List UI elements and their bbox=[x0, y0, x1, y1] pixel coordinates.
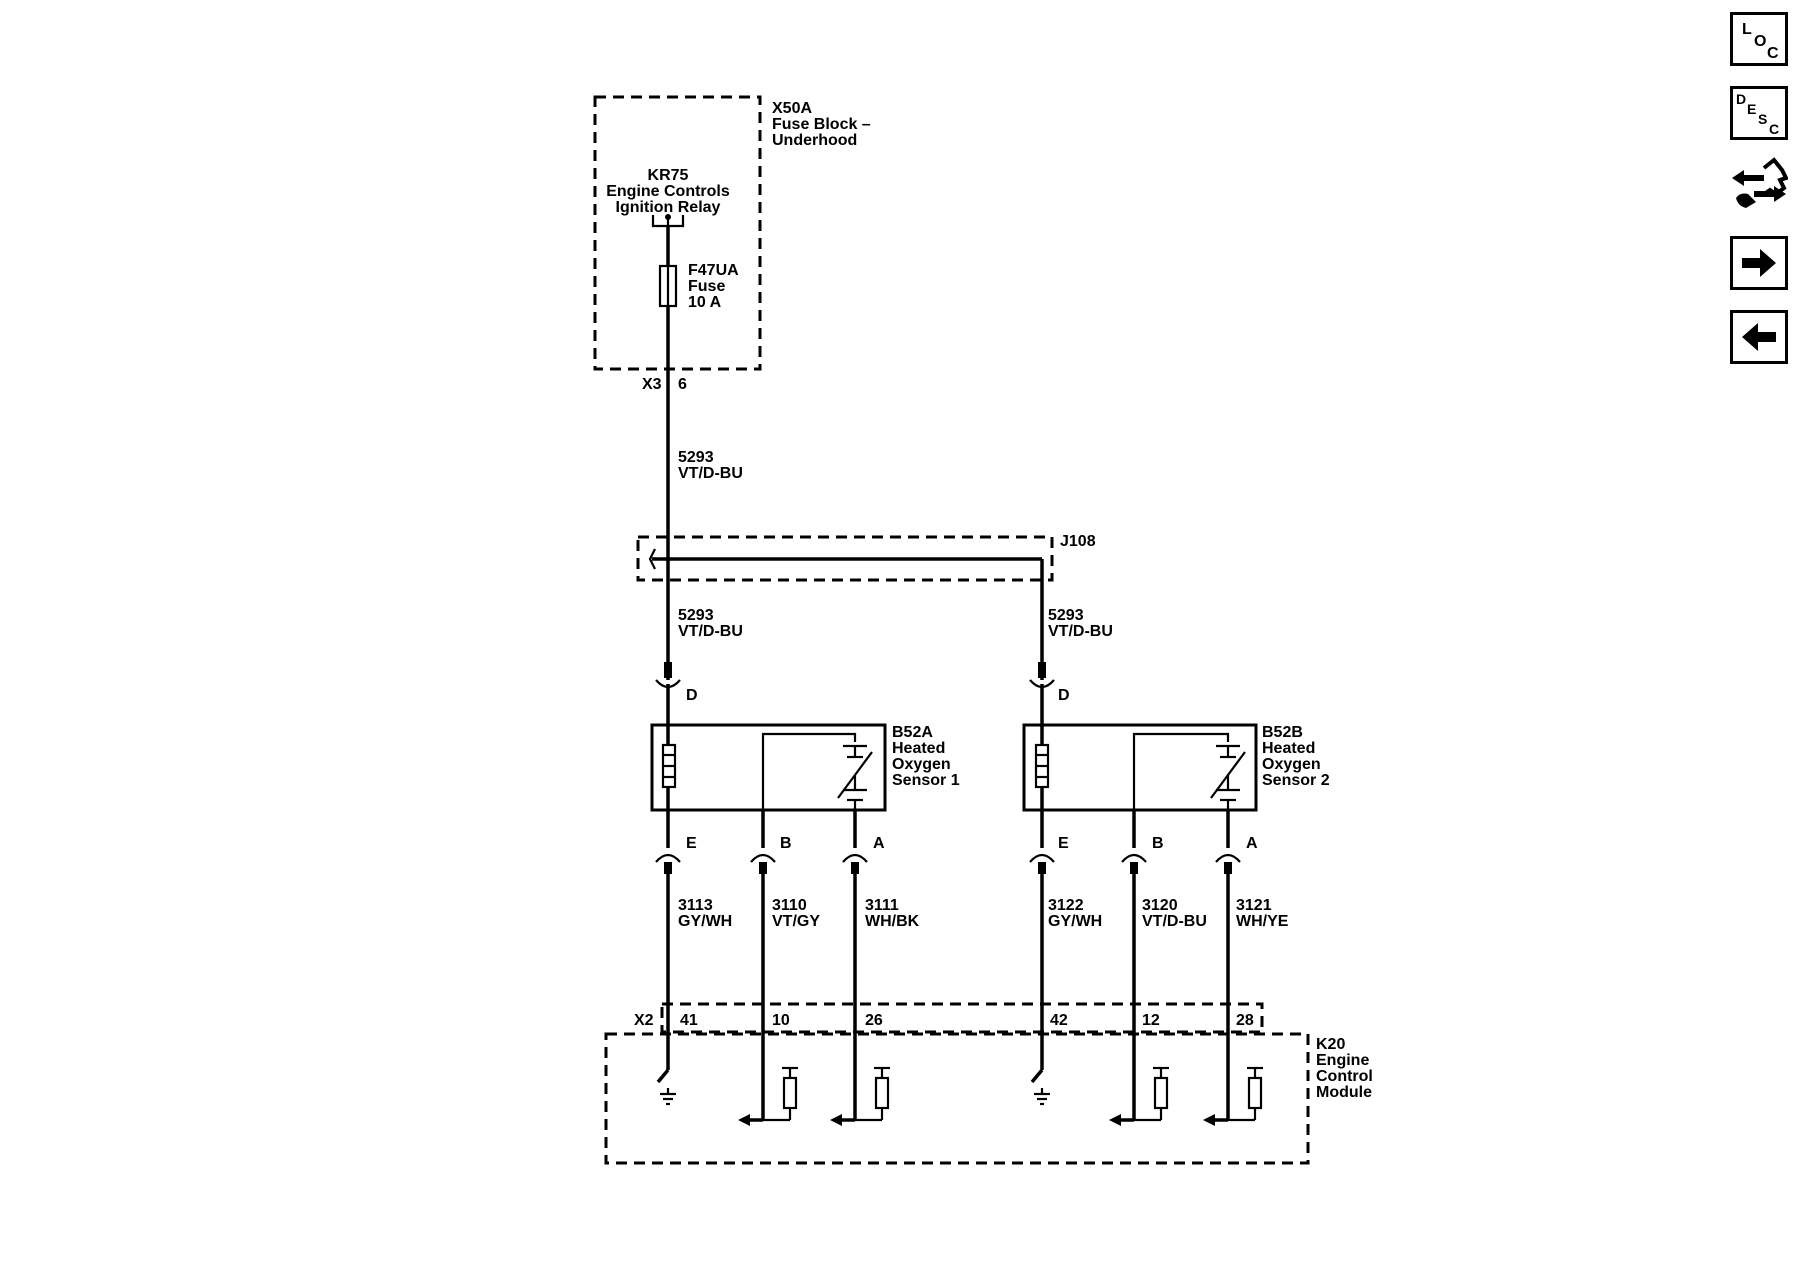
ecm-id: K20 bbox=[1316, 1036, 1345, 1053]
sensor1-pin-d: D bbox=[686, 687, 698, 704]
s1b-circuit: 3110 bbox=[772, 897, 807, 914]
sensor2-bottom-connectors bbox=[1029, 810, 1241, 1120]
ecm-input-26 bbox=[830, 1066, 890, 1126]
ecm-ground-switch-1 bbox=[656, 1068, 676, 1106]
s1a-color: WH/BK bbox=[865, 913, 920, 930]
arrow-left-icon bbox=[1730, 310, 1788, 364]
ecm-input-12 bbox=[1109, 1066, 1169, 1126]
s1a-circuit: 3111 bbox=[865, 897, 899, 914]
s1b-color: VT/GY bbox=[772, 913, 820, 930]
sensor2-name-1: Heated bbox=[1262, 740, 1315, 757]
connector-icon bbox=[1732, 157, 1788, 208]
ecm-connector-id: X2 bbox=[634, 1012, 654, 1029]
s2e-color: GY/WH bbox=[1048, 913, 1102, 930]
arrow-right-icon bbox=[1730, 236, 1788, 290]
s1e-circuit: 3113 bbox=[678, 897, 713, 914]
sensor1-pin-e: E bbox=[686, 835, 697, 852]
feed-wire-circuit: 5293 bbox=[678, 449, 714, 466]
sensor1-name-2: Oxygen bbox=[892, 756, 951, 773]
ecm-name-2: Control bbox=[1316, 1068, 1373, 1085]
sensor1-signal-circuit bbox=[761, 732, 873, 810]
sensor1-name-3: Sensor 1 bbox=[892, 772, 960, 789]
sensor2-pin-d: D bbox=[1058, 687, 1070, 704]
loc-letter-l: L bbox=[1742, 21, 1752, 38]
s2a-circuit: 3121 bbox=[1236, 897, 1272, 914]
splice-id: J108 bbox=[1060, 533, 1096, 550]
relay-name-2: Ignition Relay bbox=[616, 199, 721, 216]
ecm-name-3: Module bbox=[1316, 1084, 1372, 1101]
fuse-block-name-2: Underhood bbox=[772, 132, 857, 149]
fuse-id: F47UA bbox=[688, 262, 739, 279]
fuse-block-name-1: Fuse Block – bbox=[772, 116, 871, 133]
relay-id: KR75 bbox=[648, 167, 689, 184]
loc-button[interactable]: L O C bbox=[1730, 12, 1788, 66]
next-button[interactable] bbox=[1730, 236, 1788, 290]
sensor2-top-connector bbox=[1029, 662, 1055, 725]
sensor2-name-2: Oxygen bbox=[1262, 756, 1321, 773]
previous-button[interactable] bbox=[1730, 310, 1788, 364]
desc-button[interactable]: D E S C bbox=[1730, 86, 1788, 140]
sensor2-pin-a: A bbox=[1246, 835, 1258, 852]
ecm-pin-42: 42 bbox=[1050, 1012, 1068, 1029]
ecm-name-1: Engine bbox=[1316, 1052, 1369, 1069]
splice-bus bbox=[648, 548, 1044, 680]
ecm-pin-28: 28 bbox=[1236, 1012, 1254, 1029]
fuse-block-connector: X3 bbox=[642, 376, 662, 393]
branch-b-color: VT/D-BU bbox=[1048, 623, 1113, 640]
branch-b-circuit: 5293 bbox=[1048, 607, 1084, 624]
fuse-name-1: Fuse bbox=[688, 278, 725, 295]
sensor2-box bbox=[1022, 723, 1258, 812]
desc-letter-e: E bbox=[1747, 101, 1756, 117]
fuse-block-pin: 6 bbox=[678, 376, 687, 393]
ecm-pin-10: 10 bbox=[772, 1012, 790, 1029]
s1e-color: GY/WH bbox=[678, 913, 732, 930]
sensor1-top-connector bbox=[655, 662, 681, 725]
sensor2-heater-icon bbox=[1034, 725, 1050, 810]
ecm-outline bbox=[604, 1032, 1310, 1165]
loc-letter-o: O bbox=[1754, 33, 1766, 50]
s2b-color: VT/D-BU bbox=[1142, 913, 1207, 930]
sensor2-pin-b: B bbox=[1152, 835, 1164, 852]
fuse-block-id: X50A bbox=[772, 100, 812, 117]
sensor1-id: B52A bbox=[892, 724, 933, 741]
sensor2-signal-circuit bbox=[1132, 732, 1246, 810]
feed-wire-color: VT/D-BU bbox=[678, 465, 743, 482]
sensor2-pin-e: E bbox=[1058, 835, 1069, 852]
ecm-connector-outline bbox=[660, 1002, 1264, 1034]
ecm-pin-41: 41 bbox=[680, 1012, 698, 1029]
relay-name-1: Engine Controls bbox=[606, 183, 730, 200]
fuse-block-outline bbox=[593, 95, 762, 371]
s2e-circuit: 3122 bbox=[1048, 897, 1084, 914]
sensor1-bottom-connectors bbox=[655, 810, 868, 1120]
branch-a-circuit: 5293 bbox=[678, 607, 714, 624]
loc-letter-c: C bbox=[1767, 45, 1779, 62]
ecm-pin-26: 26 bbox=[865, 1012, 883, 1029]
desc-letter-s: S bbox=[1758, 111, 1767, 127]
fuse-rating: 10 A bbox=[688, 294, 722, 311]
splice-outline bbox=[636, 535, 1054, 582]
sensor1-box bbox=[650, 723, 887, 812]
sensor1-pin-a: A bbox=[873, 835, 885, 852]
branch-a-color: VT/D-BU bbox=[678, 623, 743, 640]
ecm-ground-switch-2 bbox=[1030, 1068, 1050, 1106]
ecm-input-10 bbox=[738, 1066, 798, 1126]
s2a-color: WH/YE bbox=[1236, 913, 1289, 930]
ecm-pin-12: 12 bbox=[1142, 1012, 1160, 1029]
connector-view-button[interactable] bbox=[1730, 154, 1788, 208]
desc-letter-d: D bbox=[1736, 91, 1746, 107]
sensor1-heater-icon bbox=[661, 725, 677, 810]
s2b-circuit: 3120 bbox=[1142, 897, 1178, 914]
ecm-input-28 bbox=[1203, 1066, 1263, 1126]
sensor1-name-1: Heated bbox=[892, 740, 945, 757]
sensor1-pin-b: B bbox=[780, 835, 792, 852]
sensor2-id: B52B bbox=[1262, 724, 1303, 741]
sensor2-name-3: Sensor 2 bbox=[1262, 772, 1330, 789]
desc-letter-c: C bbox=[1769, 121, 1779, 137]
